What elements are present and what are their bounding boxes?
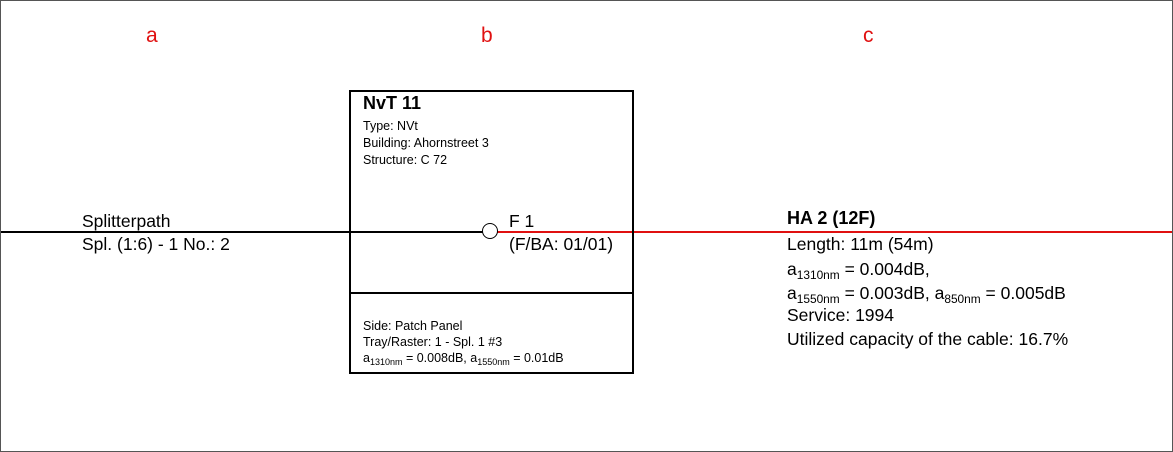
column-label-b: b (481, 24, 493, 47)
cable-title: HA 2 (12F) (787, 208, 876, 228)
node-type: Type: NVt (363, 119, 418, 133)
splitter-path-details: Spl. (1:6) - 1 No.: 2 (82, 234, 230, 254)
cable-length: Length: 11m (54m) (787, 234, 934, 254)
cable-capacity: Utilized capacity of the cable: 16.7% (787, 329, 1069, 349)
cable-line (496, 231, 1172, 233)
column-label-a: a (146, 24, 158, 47)
port-attenuation: a1310nm = 0.008dB, a1550nm = 0.01dB (363, 351, 564, 368)
cable-attenuation-1550-850: a1550nm = 0.003dB, a850nm = 0.005dB (787, 283, 1066, 307)
splitter-path-title: Splitterpath (82, 211, 171, 231)
fiber-ba-label: (F/BA: 01/01) (509, 234, 614, 254)
port-side: Side: Patch Panel (363, 319, 463, 333)
splitter-path-line (1, 231, 485, 233)
port-tray: Tray/Raster: 1 - Spl. 1 #3 (363, 335, 503, 349)
node-port-box[interactable] (349, 292, 634, 374)
node-box[interactable] (349, 90, 634, 295)
node-building: Building: Ahornstreet 3 (363, 136, 489, 150)
column-label-c: c (863, 24, 874, 47)
cable-service: Service: 1994 (787, 305, 895, 325)
fiber-connector-icon[interactable] (482, 223, 498, 239)
node-title: NvT 11 (363, 93, 422, 113)
node-structure: Structure: C 72 (363, 153, 448, 167)
fiber-label: F 1 (509, 211, 535, 231)
cable-attenuation-1310: a1310nm = 0.004dB, (787, 259, 930, 283)
